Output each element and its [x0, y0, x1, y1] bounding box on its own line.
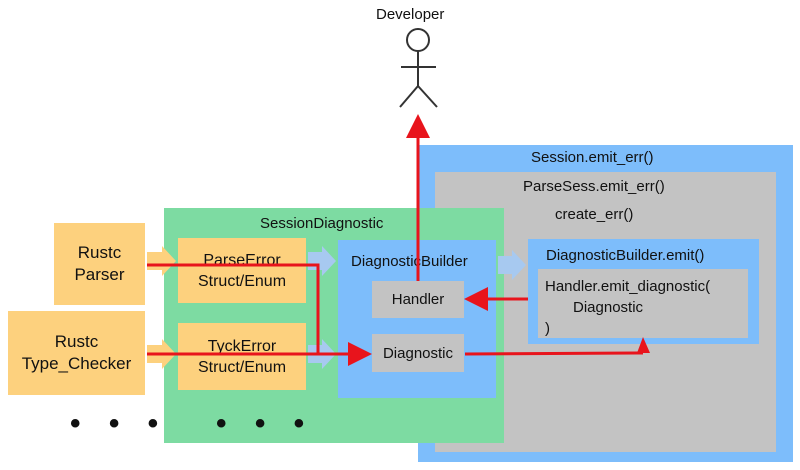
rustc-parser-line2: Parser	[74, 265, 125, 284]
handler-emit-diagnostic-close: )	[545, 320, 550, 337]
tyck-error-box: TyckError Struct/Enum	[178, 323, 306, 390]
rustc-type-checker-line1: Rustc	[54, 332, 99, 351]
diagnostic-box: Diagnostic	[372, 334, 464, 372]
handler-box: Handler	[372, 281, 464, 318]
builder-emit-label: DiagnosticBuilder.emit()	[546, 247, 705, 264]
chevron-parseerror-to-builder	[308, 246, 336, 276]
rustc-type-checker-box: Rustc Type_Checker	[8, 311, 145, 395]
diagnostic-label: Diagnostic	[382, 344, 454, 362]
parse-sess-label: ParseSess.emit_err()	[523, 178, 665, 195]
rustc-type-checker-line2: Type_Checker	[21, 354, 132, 373]
chevron-builder-to-emit	[498, 250, 526, 280]
tyck-error-label: TyckError	[207, 337, 277, 355]
red-parser-path	[147, 263, 320, 354]
red-diagnostic-arrowhead	[637, 337, 650, 353]
session-emit-err-label: Session.emit_err()	[531, 149, 654, 166]
rustc-parser-line1: Rustc	[77, 243, 122, 262]
developer-actor-icon	[399, 28, 438, 108]
rustc-parser-box: Rustc Parser	[54, 223, 145, 305]
handler-emit-diagnostic-box	[538, 269, 748, 338]
errors-ellipsis: • • •	[216, 407, 315, 440]
create-err-label: create_err()	[555, 206, 634, 223]
chevron-parser-to-parseerror	[147, 246, 176, 276]
tyck-error-kind: Struct/Enum	[197, 358, 287, 376]
parse-error-kind: Struct/Enum	[197, 272, 287, 290]
handler-emit-diagnostic-arg: Diagnostic	[573, 299, 644, 316]
session-diagnostic-label: SessionDiagnostic	[260, 215, 384, 232]
diagnostic-builder-label: DiagnosticBuilder	[351, 253, 468, 270]
sources-ellipsis: • • •	[70, 407, 169, 440]
developer-label: Developer	[376, 6, 445, 23]
handler-emit-diagnostic-call: Handler.emit_diagnostic(	[545, 278, 711, 295]
red-diagnostic-to-handler-call	[464, 351, 644, 356]
handler-label: Handler	[391, 291, 445, 308]
